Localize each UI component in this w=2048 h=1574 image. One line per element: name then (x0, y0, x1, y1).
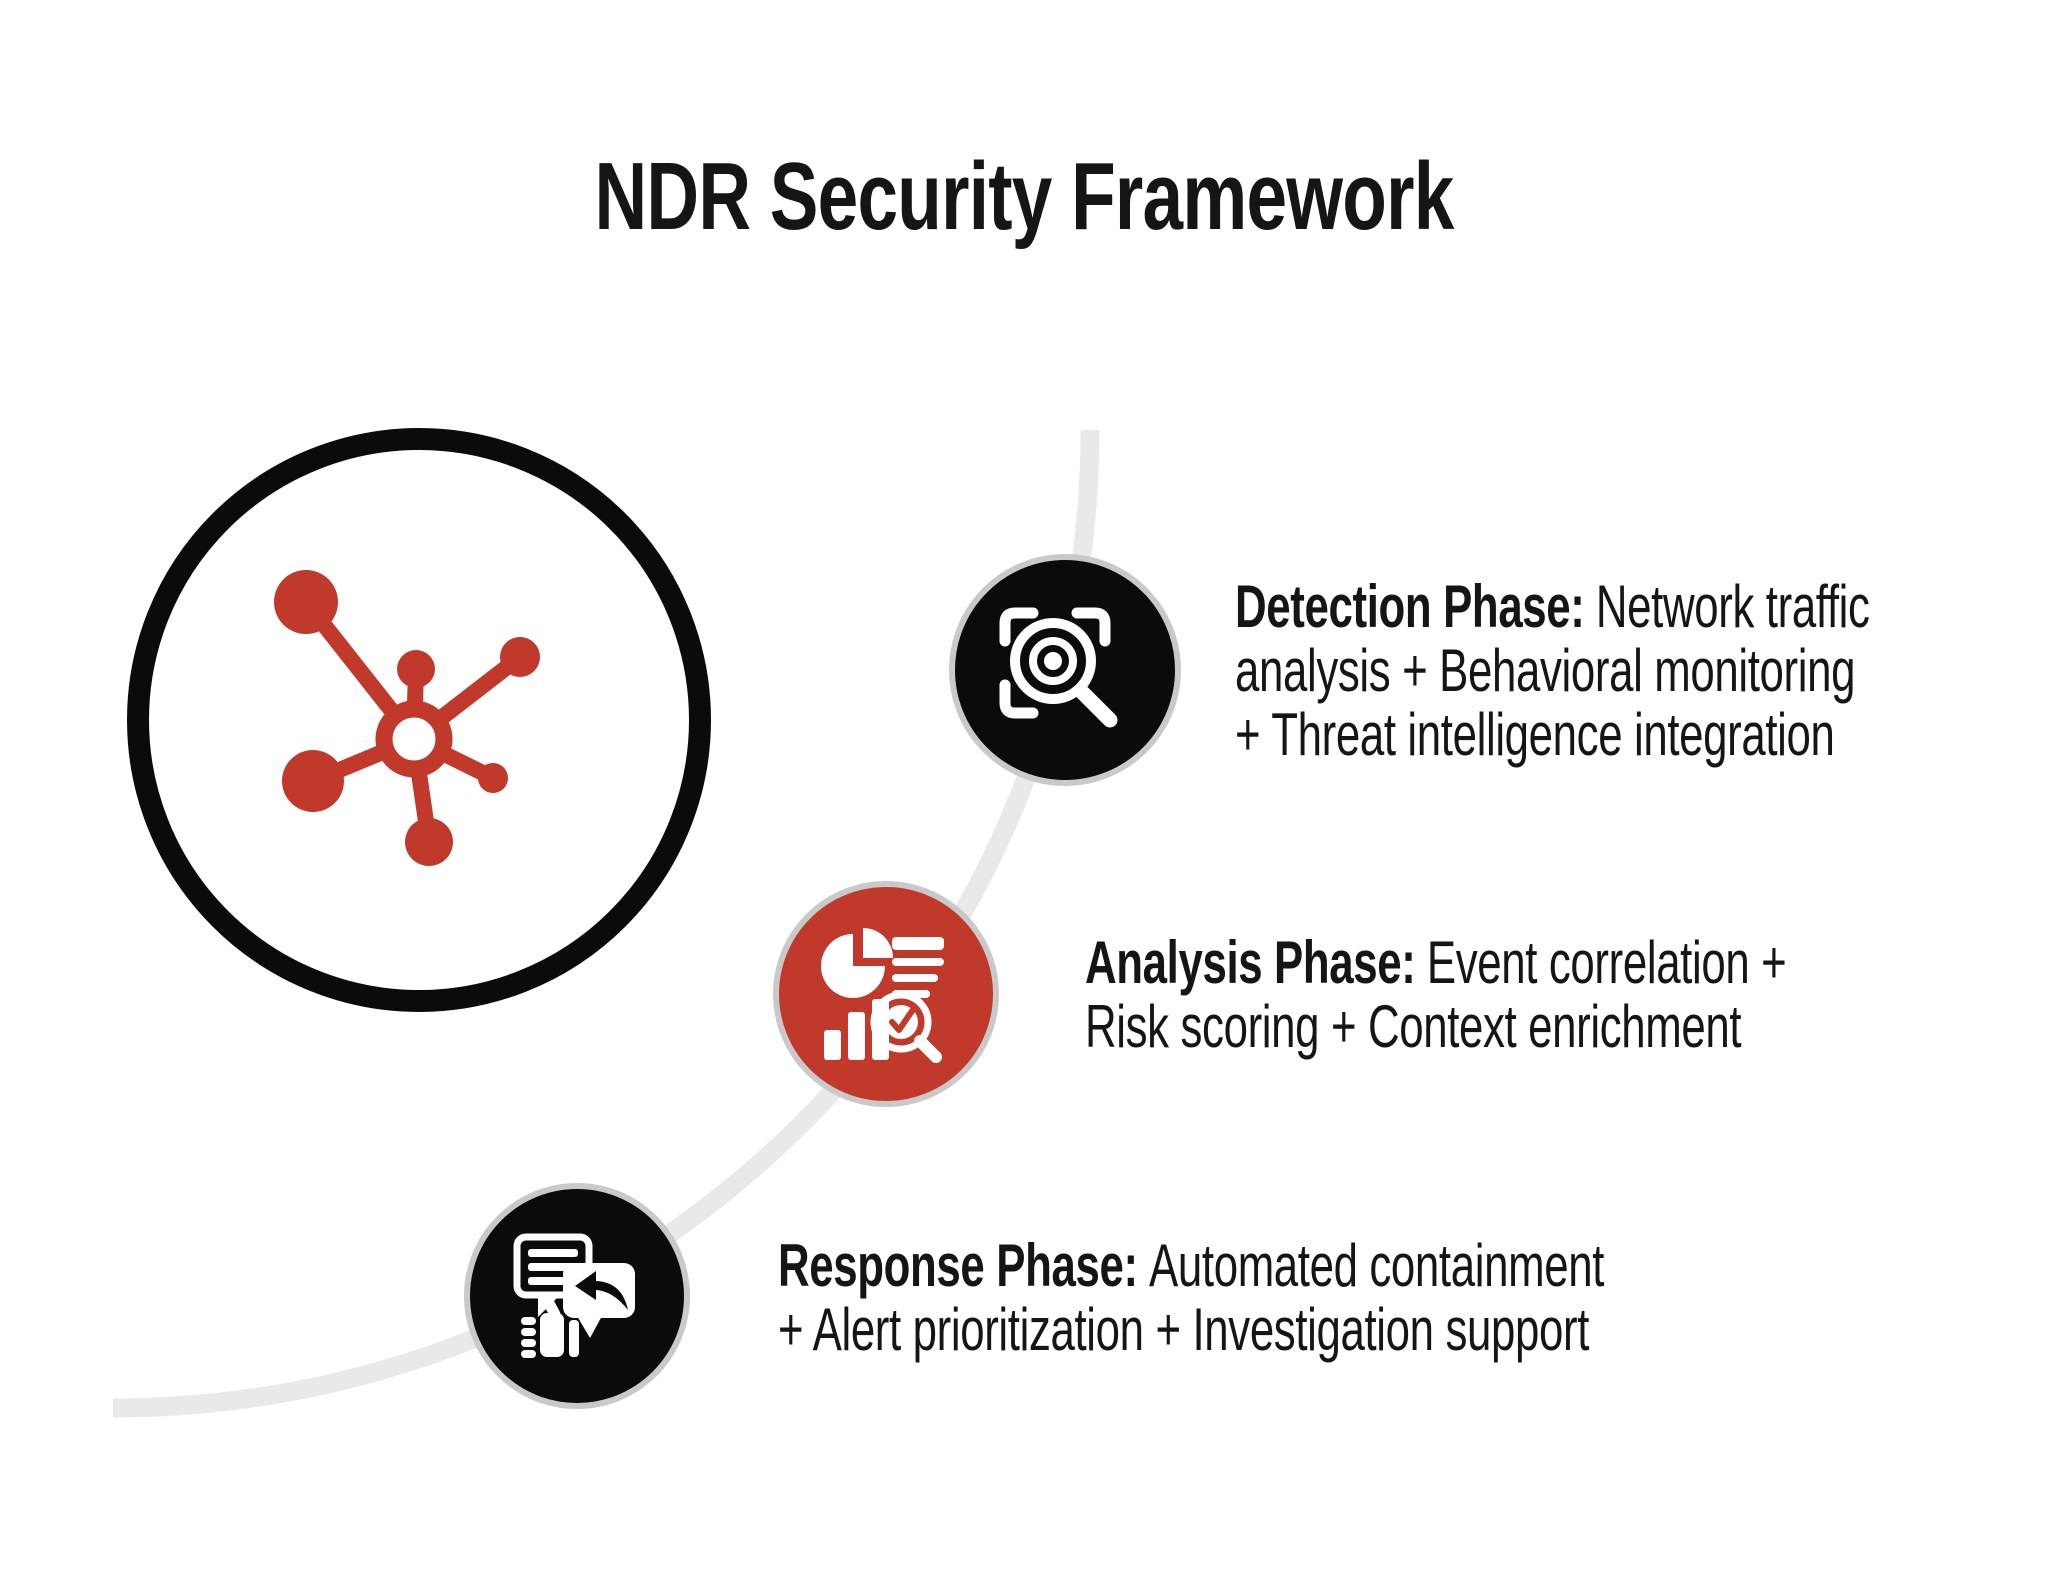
detection-phase-node (949, 554, 1181, 786)
response-phase-desc-2: + Alert prioritization + Investigation s… (778, 1296, 1590, 1363)
detection-circle (949, 554, 1181, 786)
analysis-phase-node (773, 881, 999, 1107)
analysis-phase-desc-1: Event correlation + (1426, 929, 1787, 996)
analysis-phase-desc-2: Risk scoring + Context enrichment (1085, 993, 1742, 1060)
hub-circle (127, 428, 711, 1012)
analysis-phase-label: Analysis Phase: (1085, 929, 1416, 996)
phase-text-line: Analysis Phase:Event correlation + (1085, 929, 1787, 996)
analysis-circle (773, 881, 999, 1107)
feedback-reply-thumbsup-icon (513, 1233, 635, 1358)
response-phase-desc-1: Automated containment (1149, 1232, 1605, 1299)
response-phase-label: Response Phase: (778, 1232, 1138, 1299)
response-phase-text: Response Phase:Automated containment + A… (778, 1234, 1604, 1362)
analysis-phase-text: Analysis Phase:Event correlation + Risk … (1085, 929, 1787, 1060)
phase-text-line: Detection Phase:Network traffic (1235, 575, 1870, 639)
detection-phase-desc-2: analysis + Behavioral monitoring (1235, 637, 1856, 704)
phase-text-line: Response Phase:Automated containment (778, 1234, 1604, 1298)
response-phase-node (464, 1183, 690, 1409)
detection-phase-text: Detection Phase:Network traffic analysis… (1235, 575, 1870, 767)
scan-target-magnifier-icon (999, 607, 1118, 728)
detection-phase-desc-3: + Threat intelligence integration (1235, 701, 1835, 768)
analytics-report-magnifier-icon (821, 928, 944, 1063)
network-hub-icon (274, 570, 540, 866)
detection-phase-desc-1: Network traffic (1595, 573, 1870, 640)
detection-phase-label: Detection Phase: (1235, 573, 1585, 640)
page-title: NDR Security Framework (594, 143, 1454, 250)
